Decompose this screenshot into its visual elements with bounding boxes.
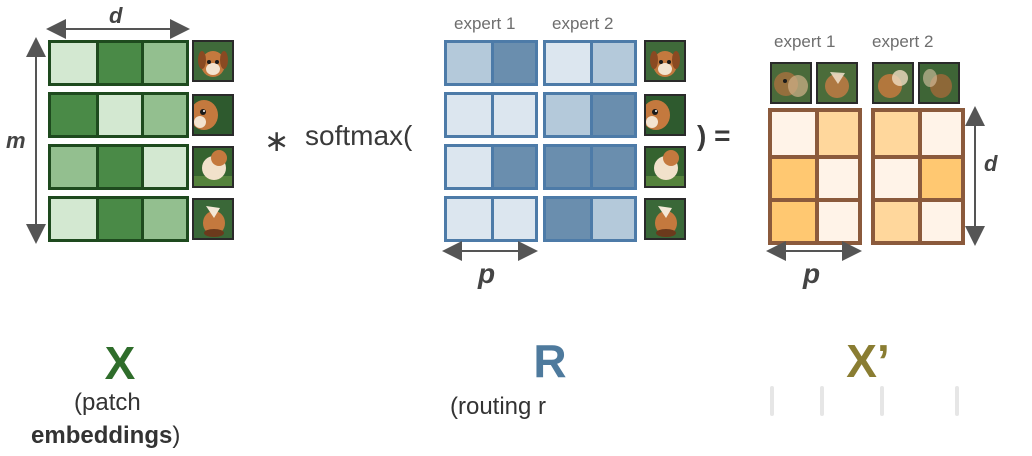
r-symbol: R <box>533 335 567 387</box>
r-expert2-header: expert 2 <box>552 14 614 33</box>
matrix-cell <box>772 198 815 241</box>
matrix-cell <box>772 155 815 198</box>
matrix-cell <box>96 199 141 239</box>
matrix-row <box>543 144 637 190</box>
matrix-cell <box>96 43 141 83</box>
patch-thumbnail-1 <box>192 40 234 82</box>
matrix-cell <box>875 198 918 241</box>
xprime-expert1-header: expert 1 <box>774 32 836 51</box>
matrix-row <box>48 92 189 138</box>
x-symbol: X <box>104 337 136 389</box>
matrix-row <box>48 196 189 242</box>
matrix-cell <box>96 95 141 135</box>
matrix-cell <box>546 95 590 135</box>
patch-thumbnail-2 <box>192 94 234 136</box>
matrix-row <box>444 40 538 86</box>
matrix-cell <box>590 95 634 135</box>
close-paren-equals: ) = <box>697 120 731 151</box>
matrix-row <box>543 92 637 138</box>
xprime-symbol: X’ <box>846 335 890 387</box>
matrix-row <box>444 92 538 138</box>
matrix-cell <box>96 147 141 187</box>
matrix-cell <box>772 112 815 155</box>
blended-thumbnail-2 <box>816 62 858 104</box>
matrix-cell <box>918 198 961 241</box>
matrix-cell <box>546 147 590 187</box>
dim-label-m: m <box>6 128 26 153</box>
patch-thumbnail-r-1 <box>644 40 686 82</box>
matrix-cell <box>918 112 961 155</box>
matrix-cell <box>491 95 535 135</box>
xprime-expert2-header: expert 2 <box>872 32 934 51</box>
blended-thumbnail-3 <box>872 62 914 104</box>
matrix-cell <box>447 147 491 187</box>
patch-thumbnail-r-2 <box>644 94 686 136</box>
matrix-cell <box>918 155 961 198</box>
matrix-cell <box>590 147 634 187</box>
matrix-row <box>543 40 637 86</box>
matrix-row <box>444 196 538 242</box>
matrix-cell <box>546 199 590 239</box>
matrix-cell <box>141 199 186 239</box>
r-caption: (routing r <box>450 393 547 420</box>
softmax-label: softmax( <box>305 120 413 151</box>
matrix-row <box>543 196 637 242</box>
matrix-cell <box>590 43 634 83</box>
r-expert1-header: expert 1 <box>454 14 516 33</box>
matrix-row <box>48 144 189 190</box>
dim-label-p-r: p <box>478 258 496 289</box>
matrix-cell <box>875 155 918 198</box>
matrix-cell <box>141 43 186 83</box>
matrix-cell <box>815 155 858 198</box>
matrix-cell <box>51 147 96 187</box>
matrix-cell <box>141 95 186 135</box>
dim-label-d-top: d <box>109 3 123 28</box>
matrix-cell <box>546 43 590 83</box>
x-caption-end: ) <box>172 422 181 449</box>
matrix-cell <box>491 43 535 83</box>
patch-thumbnail-4 <box>192 198 234 240</box>
x-caption-bold: embeddings <box>31 422 173 449</box>
matrix-cell <box>447 95 491 135</box>
blended-thumbnail-4 <box>918 62 960 104</box>
r-caption-fade <box>560 388 610 428</box>
matrix-cell <box>141 147 186 187</box>
patch-thumbnail-3 <box>192 146 234 188</box>
multiply-operator: ∗ <box>264 125 290 158</box>
matrix-cell <box>51 199 96 239</box>
matrix-frame <box>768 108 862 245</box>
x-caption-line2: embeddings) <box>31 421 180 450</box>
matrix-row <box>444 144 538 190</box>
matrix-cell <box>491 199 535 239</box>
dim-label-d-right: d <box>984 151 998 176</box>
patch-thumbnail-r-4 <box>644 198 686 240</box>
matrix-cell <box>447 43 491 83</box>
dim-label-p-xprime: p <box>803 258 821 289</box>
matrix-cell <box>875 112 918 155</box>
matrix-cell <box>491 147 535 187</box>
matrix-cell <box>590 199 634 239</box>
matrix-cell <box>51 95 96 135</box>
matrix-row <box>48 40 189 86</box>
matrix-cell <box>447 199 491 239</box>
blended-thumbnail-1 <box>770 62 812 104</box>
x-caption-line1: (patch <box>74 389 141 416</box>
matrix-cell <box>815 198 858 241</box>
matrix-cell <box>51 43 96 83</box>
matrix-frame <box>871 108 965 245</box>
matrix-cell <box>815 112 858 155</box>
patch-thumbnail-r-3 <box>644 146 686 188</box>
